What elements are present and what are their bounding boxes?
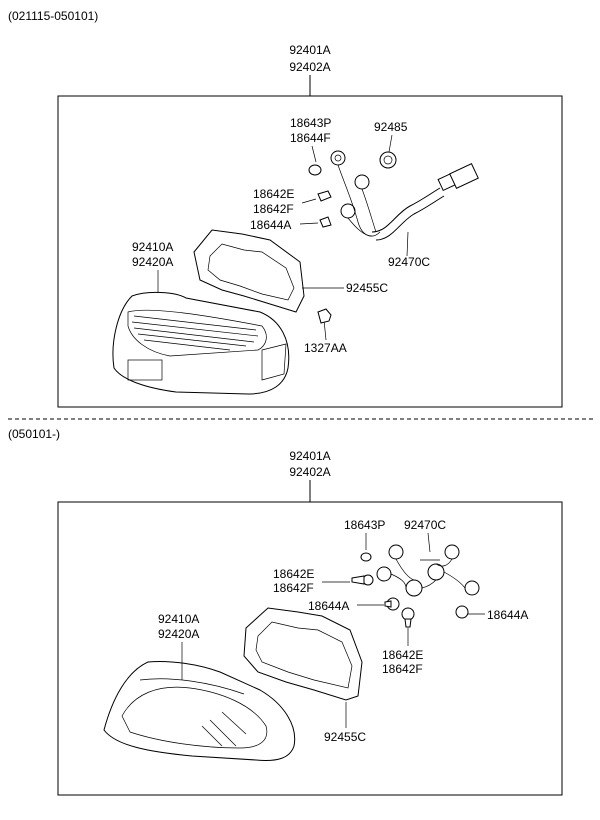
bottom-wire-harness [376, 544, 480, 597]
bottom-date-range: (050101-) [8, 427, 60, 441]
top-label-92420a: 92420A [132, 255, 173, 269]
bottom-bulb-18643p [360, 552, 372, 562]
top-gasket-92455c [193, 229, 305, 313]
bottom-label-18644a-right: 18644A [487, 608, 528, 622]
top-leader-18643p [311, 145, 317, 163]
top-leader-18644a [299, 222, 319, 225]
top-leader-1327aa [323, 319, 327, 341]
bottom-label-92455c: 92455C [324, 730, 366, 744]
bottom-label-18642e: 18642E [273, 567, 314, 581]
bottom-gasket-92455c [243, 607, 363, 701]
top-label-18643p: 18643P [290, 116, 331, 130]
top-lens-92410a [112, 291, 290, 395]
top-frame [57, 95, 563, 408]
bottom-bulb-18642e-left [351, 574, 374, 586]
top-label-92455c: 92455C [346, 281, 388, 295]
top-leader-92470c [406, 231, 409, 257]
top-label-1327aa: 1327AA [304, 341, 347, 355]
top-assembly-code-2: 92402A [289, 60, 330, 74]
bottom-bulb-18644a-left [384, 597, 400, 611]
top-label-92410a: 92410A [132, 240, 173, 254]
top-label-18642e: 18642E [253, 187, 294, 201]
bottom-label-92410a: 92410A [158, 612, 199, 626]
bottom-label-18642e-lower: 18642E [382, 648, 423, 662]
bottom-assembly-code-2: 92402A [289, 465, 330, 479]
bottom-leader-92470c [427, 532, 431, 553]
top-label-18644f: 18644F [290, 131, 331, 145]
bottom-bulb-18642e-lower [401, 607, 415, 628]
top-label-92485: 92485 [374, 120, 408, 134]
top-bulb-18644a [319, 216, 332, 228]
top-wire-harness [337, 163, 479, 241]
bottom-label-92470c: 92470C [404, 518, 446, 532]
top-date-range: (021115-050101) [8, 9, 98, 23]
top-label-18644a: 18644A [250, 218, 291, 232]
top-label-18642f: 18642F [253, 202, 294, 216]
bottom-label-18642f-lower: 18642F [382, 662, 423, 676]
bottom-bulb-18644a-right [455, 605, 469, 619]
bottom-lens-92410a [103, 661, 296, 761]
top-label-92470c: 92470C [388, 255, 430, 269]
bottom-frame [57, 501, 563, 796]
top-leader-18642e [301, 198, 317, 204]
bottom-label-18643p: 18643P [344, 518, 385, 532]
top-socket-92485 [379, 151, 397, 169]
top-bulb-18642e [317, 174, 370, 219]
bottom-label-92420a: 92420A [158, 627, 199, 641]
bottom-label-18644a-left: 18644A [308, 599, 349, 613]
bottom-assembly-code-1: 92401A [289, 449, 330, 463]
top-assembly-code-1: 92401A [289, 43, 330, 57]
top-leader-92485 [388, 134, 393, 153]
top-screw-1327aa [317, 308, 332, 324]
bottom-label-18642f: 18642F [273, 581, 314, 595]
